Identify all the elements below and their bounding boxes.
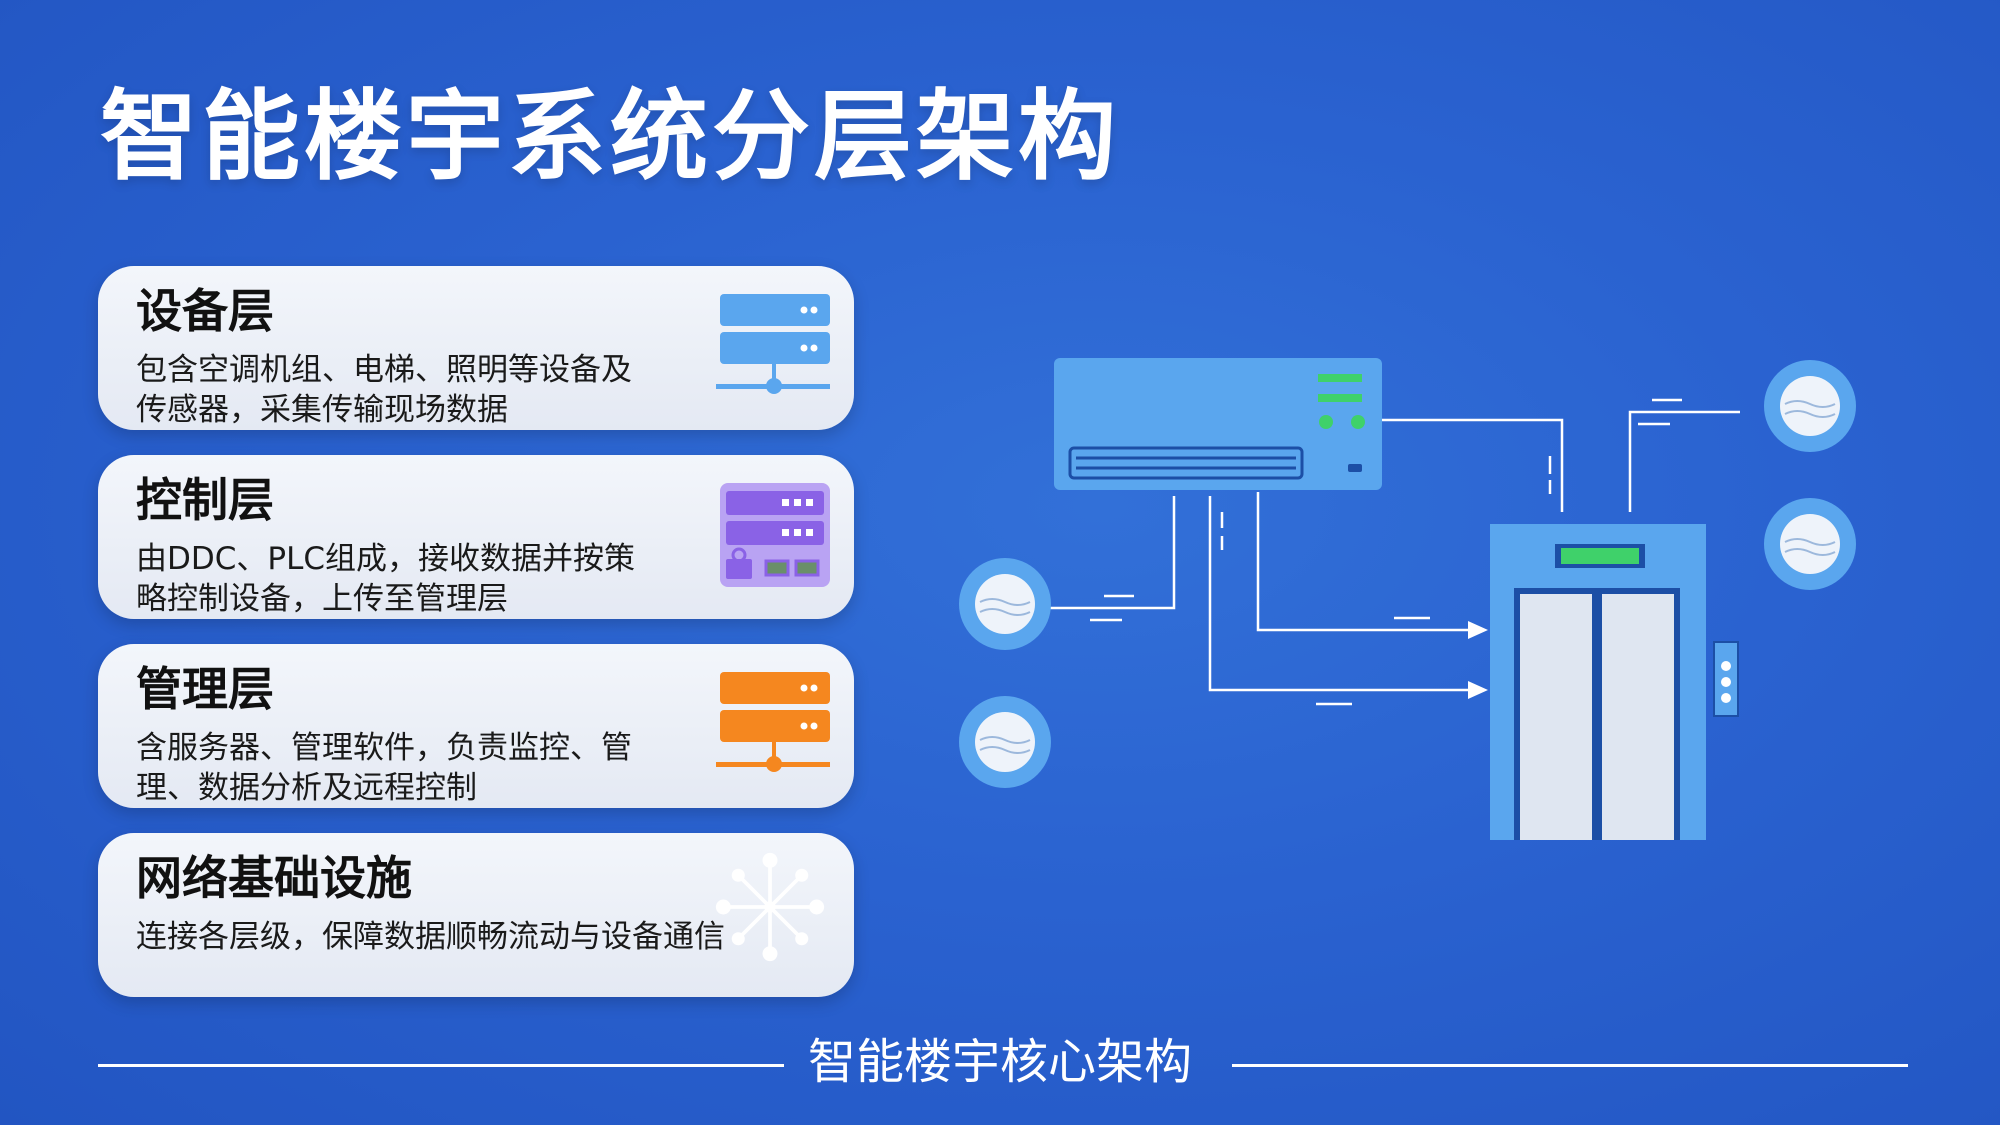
air-conditioner-icon [1054, 358, 1382, 490]
layer-title: 设备层 [136, 284, 274, 338]
layer-card-control[interactable]: 控制层 由DDC、PLC组成，接收数据并按策 略控制设备，上传至管理层 [98, 455, 854, 619]
controller-icon [720, 483, 830, 587]
layer-card-device[interactable]: 设备层 包含空调机组、电梯、照明等设备及 传感器，采集传输现场数据 [98, 266, 854, 430]
page-title: 智能楼宇系统分层架构 [100, 80, 1121, 194]
layer-title: 网络基础设施 [136, 851, 412, 905]
elevator-icon [1490, 524, 1739, 840]
server-icon [716, 672, 830, 772]
dash-markers [1090, 398, 1682, 706]
layer-card-network[interactable]: 网络基础设施 连接各层级，保障数据顺畅流动与设备通信 [98, 833, 854, 997]
layer-description: 由DDC、PLC组成，接收数据并按策 略控制设备，上传至管理层 [136, 541, 635, 617]
network-hub-icon [715, 852, 825, 962]
sensor-icon [1764, 498, 1856, 590]
connection-lines [1046, 410, 1740, 692]
server-icon [716, 294, 830, 394]
sensor-icon [959, 558, 1051, 650]
arrowheads [1468, 621, 1488, 699]
building-devices-diagram [959, 358, 1856, 840]
layer-description: 连接各层级，保障数据顺畅流动与设备通信 [136, 919, 725, 955]
footer-divider-right [1232, 1064, 1908, 1067]
layer-title: 管理层 [136, 662, 274, 716]
layer-card-management[interactable]: 管理层 含服务器、管理软件，负责监控、管 理、数据分析及远程控制 [98, 644, 854, 808]
footer-divider-left [98, 1064, 784, 1067]
layer-description: 含服务器、管理软件，负责监控、管 理、数据分析及远程控制 [136, 730, 632, 806]
layer-description: 包含空调机组、电梯、照明等设备及 传感器，采集传输现场数据 [136, 352, 632, 428]
layer-title: 控制层 [136, 473, 274, 527]
sensor-icon [959, 696, 1051, 788]
footer-caption: 智能楼宇核心架构 [807, 1034, 1192, 1090]
sensor-icon [1764, 360, 1856, 452]
